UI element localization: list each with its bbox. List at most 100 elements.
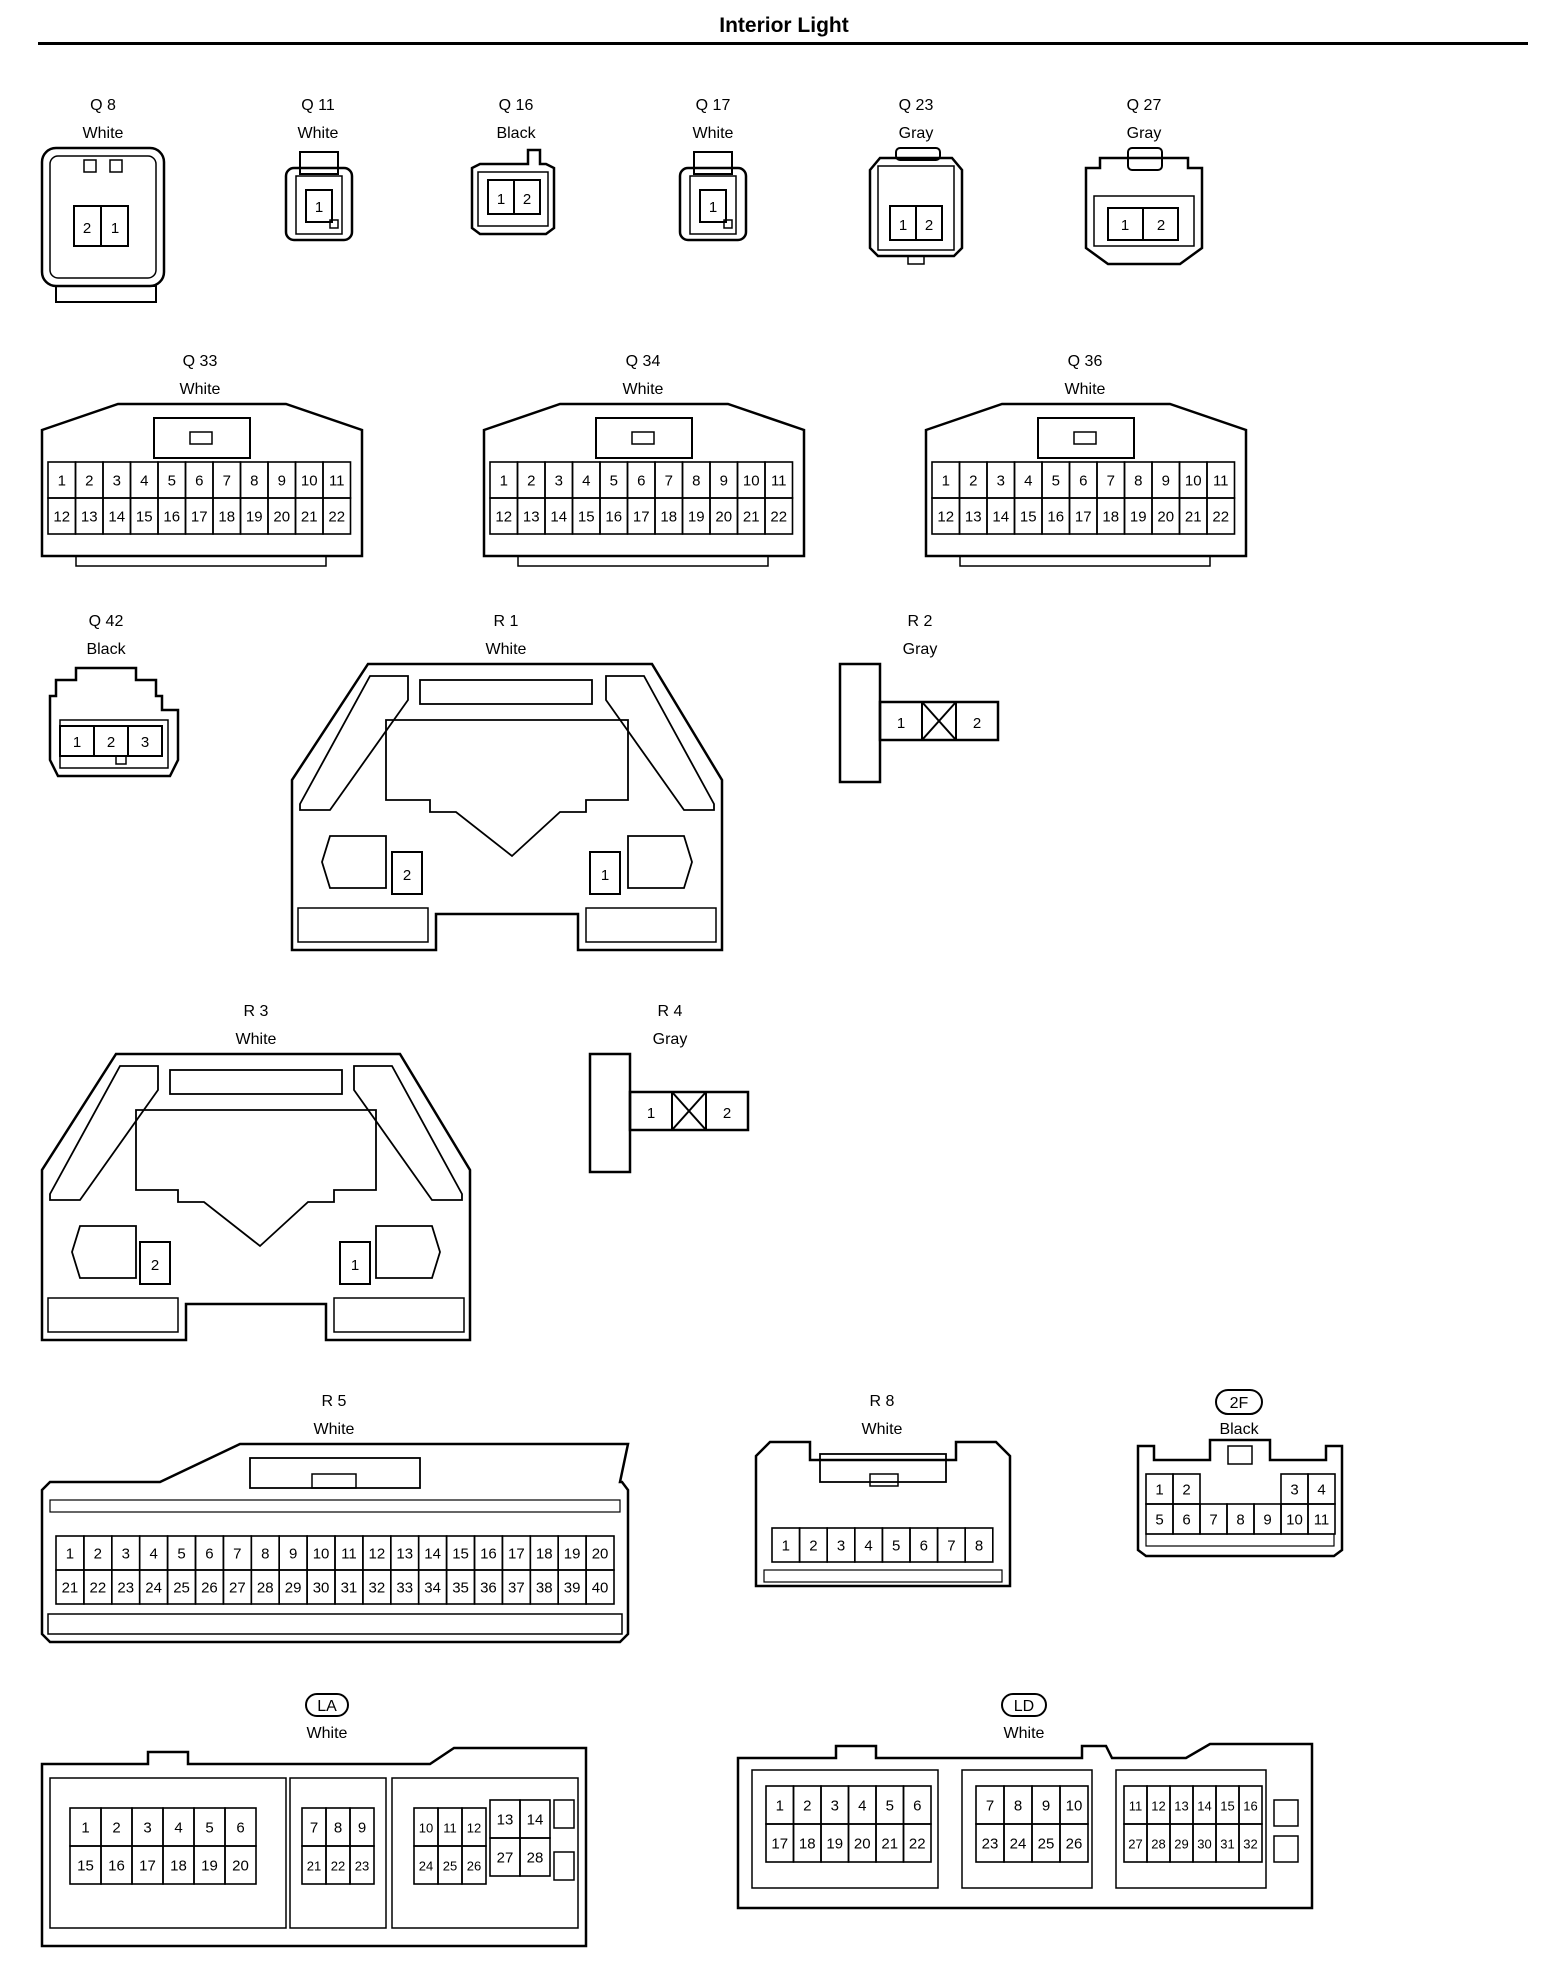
pin: 2 [723, 1105, 731, 1122]
pin-number: 15 [77, 1858, 94, 1875]
pin: 2 [403, 867, 411, 884]
pin-number: 3 [1290, 1482, 1298, 1499]
pin-number: 13 [523, 509, 540, 526]
pin-number: 3 [143, 1820, 151, 1837]
pin-number: 23 [355, 1859, 369, 1874]
pin-number: 12 [369, 1546, 386, 1563]
connector-code: R 2 [908, 613, 933, 630]
pin-number: 23 [117, 1580, 134, 1597]
pin-number: 22 [90, 1580, 107, 1597]
pin-cell [964, 1527, 994, 1563]
connector-q27: Q 27 Gray 1 2 [1084, 97, 1204, 266]
pin-number: 14 [527, 1812, 544, 1829]
pin-number: 28 [1151, 1837, 1165, 1852]
pin-number: 16 [605, 509, 622, 526]
pin-number: 29 [1174, 1837, 1188, 1852]
connector-r3: R 3 White 2 1 [40, 1003, 472, 1342]
pin-number: 9 [1042, 1798, 1050, 1815]
pin-number: 5 [892, 1538, 900, 1555]
pin-number: 1 [58, 473, 66, 490]
pin-number: 16 [1243, 1799, 1257, 1814]
pin-number: 8 [250, 473, 258, 490]
pin-number: 26 [1066, 1836, 1083, 1853]
pin-number: 15 [578, 509, 595, 526]
pin-number: 18 [1102, 509, 1119, 526]
pin-number: 18 [799, 1836, 816, 1853]
pin-number: 1 [500, 473, 508, 490]
connector-color: White [314, 1421, 355, 1438]
pin-number: 16 [108, 1858, 125, 1875]
pin-number: 8 [261, 1546, 269, 1563]
pin-number: 8 [1236, 1512, 1244, 1529]
pin-number: 8 [975, 1538, 983, 1555]
connector-code: Q 36 [1068, 353, 1103, 370]
pin: 3 [141, 734, 149, 751]
connector-code: R 5 [322, 1393, 347, 1410]
pin-number: 28 [257, 1580, 274, 1597]
pin-number: 13 [396, 1546, 413, 1563]
pin: 1 [351, 1257, 359, 1274]
pin-number: 1 [776, 1798, 784, 1815]
connector-color: Black [1219, 1421, 1259, 1438]
pin-number: 33 [396, 1580, 413, 1597]
pin-number: 28 [527, 1850, 544, 1867]
pin-number: 17 [139, 1858, 156, 1875]
pin-number: 6 [195, 473, 203, 490]
pin-number: 21 [62, 1580, 79, 1597]
pin-number: 27 [229, 1580, 246, 1597]
pin-cell [1307, 1503, 1336, 1535]
connector-color: White [1004, 1725, 1045, 1742]
pin-number: 2 [527, 473, 535, 490]
pin-number: 12 [1151, 1799, 1165, 1814]
connector-code: Q 17 [696, 97, 731, 114]
pin-number: 2 [85, 473, 93, 490]
pin-number: 7 [1209, 1512, 1217, 1529]
pin-number: 9 [1162, 473, 1170, 490]
connector-color: White [180, 381, 221, 398]
pin-number: 8 [1134, 473, 1142, 490]
pin-number: 24 [145, 1580, 162, 1597]
pin-cell [1206, 497, 1236, 535]
pin-number: 9 [278, 473, 286, 490]
connector-q23: Q 23 Gray 1 2 [868, 97, 964, 265]
pin-number: 4 [864, 1538, 872, 1555]
title-divider [38, 42, 1528, 45]
pin-number: 17 [508, 1546, 525, 1563]
pin-number: 5 [610, 473, 618, 490]
pin-number: 18 [660, 509, 677, 526]
pin-number: 18 [218, 509, 235, 526]
pin-number: 19 [1130, 509, 1147, 526]
pin-cell [764, 497, 794, 535]
pin-number: 6 [1182, 1512, 1190, 1529]
pin-number: 3 [997, 473, 1005, 490]
connector-code: 2F [1230, 1395, 1249, 1412]
pin-cell [1059, 1823, 1089, 1863]
connector-color: White [862, 1421, 903, 1438]
pin-number: 35 [452, 1580, 469, 1597]
connector-color: White [1065, 381, 1106, 398]
pin-number: 38 [536, 1580, 553, 1597]
pin-number: 13 [497, 1812, 514, 1829]
pin-number: 16 [1047, 509, 1064, 526]
connector-color: White [307, 1725, 348, 1742]
pin-number: 22 [328, 509, 345, 526]
connector-code: Q 27 [1127, 97, 1162, 114]
pin: 2 [83, 220, 91, 237]
pin-number: 31 [1220, 1837, 1234, 1852]
pin-number: 12 [495, 509, 512, 526]
pin-number: 12 [937, 509, 954, 526]
pin-number: 5 [1052, 473, 1060, 490]
pin-number: 19 [201, 1858, 218, 1875]
pin-number: 17 [191, 509, 208, 526]
pin-number: 3 [122, 1546, 130, 1563]
pin: 1 [899, 217, 907, 234]
pin-number: 7 [233, 1546, 241, 1563]
connector-q11: Q 11 White 1 [284, 97, 354, 242]
pin-number: 15 [1220, 1799, 1234, 1814]
